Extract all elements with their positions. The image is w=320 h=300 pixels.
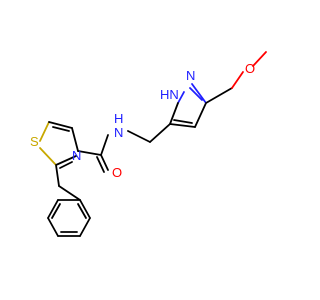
benzene-ring [47,199,91,237]
methoxymethyl-group [205,51,267,104]
benzyl-ch2 [55,164,81,201]
amide-group [77,134,109,173]
atom-label-n-amide: N [114,125,123,140]
atom-label-n-pyrazole: N [186,68,195,83]
pyrazole-ring [169,83,207,128]
atom-label-o-ether: O [245,61,255,76]
atom-label-h-amide: H [114,111,123,126]
atom-label-s-thiazole: S [30,134,39,149]
amide-ch2-linker [127,123,171,143]
molecule-structure-canvas: S N N H O HN N O [30,51,267,237]
atom-label-hn-pyrazole: HN [160,87,179,102]
molecule-drawing: S N N H O HN N O [30,51,267,237]
atom-label-o-carbonyl: O [112,165,122,180]
atom-label-n-thiazole: N [72,148,81,163]
thiazole-ring [39,121,79,169]
